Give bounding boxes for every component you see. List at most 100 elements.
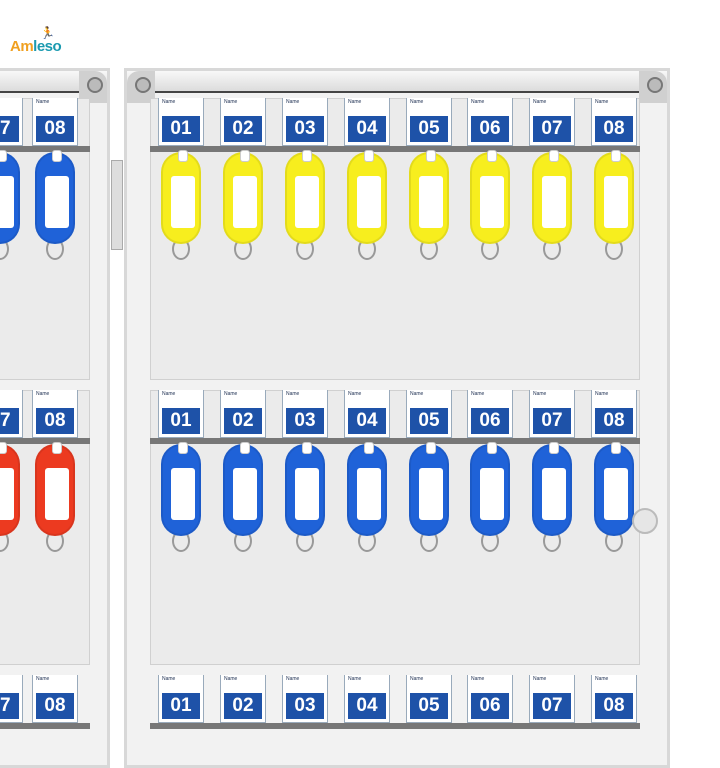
hook-rail	[150, 146, 640, 152]
label-number: 02	[224, 116, 262, 142]
tag-window	[480, 468, 504, 520]
label-number: 08	[36, 408, 74, 434]
tag-window	[171, 176, 195, 228]
label-number: 07	[0, 693, 19, 719]
label-number: 04	[348, 116, 386, 142]
key-tag[interactable]	[347, 150, 387, 244]
label-number: 06	[471, 116, 509, 142]
label-number: 04	[348, 693, 386, 719]
key-tag[interactable]	[470, 150, 510, 244]
hook-rail	[150, 723, 640, 729]
label-caption: Name	[533, 391, 547, 397]
label-caption: Name	[286, 676, 300, 682]
label-caption: Name	[595, 676, 609, 682]
label-number: 01	[162, 408, 200, 434]
key-tag[interactable]	[161, 442, 201, 536]
key-tag[interactable]	[35, 150, 75, 244]
key-tag[interactable]	[285, 150, 325, 244]
label-caption: Name	[595, 99, 609, 105]
number-label: Name 06	[467, 675, 513, 723]
label-caption: Name	[36, 676, 50, 682]
key-tag[interactable]	[223, 150, 263, 244]
label-number: 05	[410, 408, 448, 434]
label-number: 08	[595, 116, 633, 142]
label-number: 07	[533, 693, 571, 719]
tag-window	[171, 468, 195, 520]
label-caption: Name	[286, 391, 300, 397]
label-caption: Name	[348, 676, 362, 682]
top-frame	[127, 71, 667, 93]
label-caption: Name	[224, 391, 238, 397]
label-caption: Name	[36, 99, 50, 105]
tag-window	[233, 176, 257, 228]
label-number: 08	[595, 693, 633, 719]
tag-window	[45, 468, 69, 520]
tag-window	[233, 468, 257, 520]
label-number: 03	[286, 116, 324, 142]
label-caption: Name	[348, 391, 362, 397]
label-caption: Name	[286, 99, 300, 105]
key-tag[interactable]	[470, 442, 510, 536]
tag-window	[357, 468, 381, 520]
key-tag[interactable]	[594, 442, 634, 536]
label-caption: Name	[36, 391, 50, 397]
label-caption: Name	[533, 676, 547, 682]
label-caption: Name	[471, 99, 485, 105]
key-tag[interactable]	[409, 442, 449, 536]
label-number: 03	[286, 693, 324, 719]
number-label: Name 07	[529, 675, 575, 723]
key-tag[interactable]	[594, 150, 634, 244]
number-label: Name 03	[282, 98, 328, 146]
number-label: Name 08	[591, 675, 637, 723]
tag-window	[542, 176, 566, 228]
hook-rail	[0, 146, 90, 152]
label-number: 08	[36, 693, 74, 719]
number-label: Name 04	[344, 675, 390, 723]
key-tag[interactable]	[347, 442, 387, 536]
number-label: Name 01	[158, 98, 204, 146]
lock-icon[interactable]	[632, 508, 658, 534]
label-number: 07	[0, 116, 19, 142]
label-caption: Name	[162, 99, 176, 105]
label-number: 03	[286, 408, 324, 434]
label-caption: Name	[410, 676, 424, 682]
number-label: Name 06	[467, 98, 513, 146]
label-caption: Name	[224, 676, 238, 682]
tag-window	[357, 176, 381, 228]
key-tag[interactable]	[223, 442, 263, 536]
tag-window	[480, 176, 504, 228]
corner-bracket-icon	[79, 71, 107, 103]
logo-text: Amleso	[10, 38, 62, 55]
hinge	[111, 160, 123, 250]
label-number: 01	[162, 116, 200, 142]
label-number: 07	[533, 116, 571, 142]
key-tag[interactable]	[35, 442, 75, 536]
hook-rail	[0, 723, 90, 729]
key-tag[interactable]	[0, 150, 20, 244]
tag-window	[0, 176, 14, 228]
key-tag[interactable]	[0, 442, 20, 536]
key-tag[interactable]	[161, 150, 201, 244]
label-number: 08	[36, 116, 74, 142]
key-tag[interactable]	[532, 442, 572, 536]
number-label: Name 08	[32, 675, 78, 723]
key-tag[interactable]	[532, 150, 572, 244]
key-tag[interactable]	[285, 442, 325, 536]
corner-bracket-icon	[127, 71, 155, 103]
label-caption: Name	[471, 676, 485, 682]
number-label: Name 03	[282, 675, 328, 723]
key-tag[interactable]	[409, 150, 449, 244]
label-number: 02	[224, 408, 262, 434]
label-number: 06	[471, 693, 509, 719]
hook-rail	[150, 438, 640, 444]
